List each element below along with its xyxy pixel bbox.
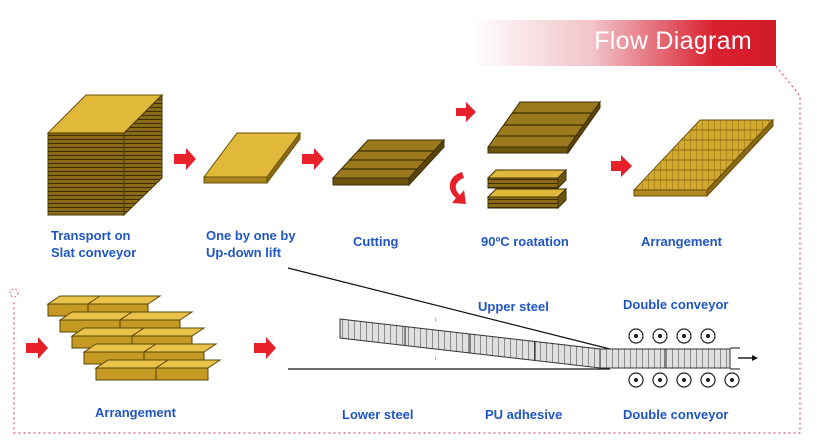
single-board bbox=[203, 131, 301, 185]
dotted-border bbox=[13, 65, 801, 434]
staggered-bars bbox=[46, 295, 222, 381]
label-double-conveyor-bottom: Double conveyor bbox=[623, 407, 729, 422]
label-rotation: 90ºC roatation bbox=[481, 234, 569, 249]
label-transport: Transport on Slat conveyor bbox=[51, 228, 137, 260]
upper-steel-line bbox=[287, 267, 611, 350]
label-lower-steel: Lower steel bbox=[342, 407, 414, 422]
label-arrangement-top: Arrangement bbox=[641, 234, 722, 249]
diagram-title: Flow Diagram bbox=[594, 27, 752, 55]
rotation-strips-lower bbox=[486, 168, 568, 210]
rotation-strips-upper bbox=[487, 100, 601, 155]
label-arrangement-bottom: Arrangement bbox=[95, 405, 176, 420]
arrow-right-5 bbox=[26, 337, 48, 359]
arrow-right-3 bbox=[456, 102, 476, 122]
arrow-right-2 bbox=[302, 148, 324, 170]
upper-rollers bbox=[628, 328, 716, 344]
label-upper-steel: Upper steel bbox=[478, 299, 549, 314]
press-section: ↕ ↕ bbox=[287, 267, 758, 370]
arranged-panel bbox=[632, 118, 775, 198]
dotted-border-start bbox=[9, 288, 19, 298]
svg-text:↕: ↕ bbox=[434, 317, 437, 323]
title-banner: Flow Diagram bbox=[470, 20, 776, 66]
label-double-conveyor-top: Double conveyor bbox=[623, 297, 729, 312]
label-cutting: Cutting bbox=[353, 234, 399, 249]
cut-strips bbox=[331, 138, 446, 187]
wood-stack bbox=[46, 93, 164, 217]
rotation-arrow bbox=[449, 172, 466, 204]
arrow-right-4 bbox=[611, 155, 632, 177]
lower-rollers bbox=[628, 372, 740, 388]
arrow-right-6 bbox=[254, 337, 276, 359]
svg-text:↕: ↕ bbox=[434, 356, 437, 362]
label-lift: One by one by Up-down lift bbox=[206, 228, 296, 260]
arrow-right-1 bbox=[174, 148, 196, 170]
label-pu-adhesive: PU adhesive bbox=[485, 407, 563, 422]
